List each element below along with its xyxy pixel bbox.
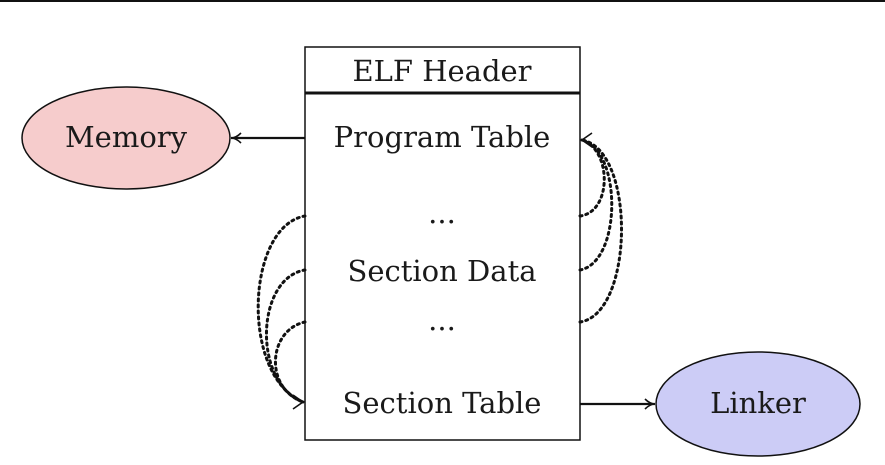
dotted-link-left-2 [265,268,307,404]
ellipsis-upper: ... [428,196,456,230]
elf-header-label: ELF Header [352,54,531,88]
dotted-link-left-1 [256,214,307,404]
linker-node [655,351,861,457]
elf-box [304,46,581,441]
dotted-links-right [578,138,623,324]
dotted-links-left [256,214,307,404]
section-data-label: Section Data [347,254,536,288]
dotted-arrowhead-left [292,394,305,410]
dotted-link-left-3 [274,320,307,404]
dotted-link-right-3 [578,138,623,324]
section-table-label: Section Table [343,386,542,420]
ellipsis-lower: ... [428,303,456,337]
memory-node [21,86,231,190]
program-table-label: Program Table [334,120,551,154]
dotted-arrowhead-right [580,132,593,148]
dotted-link-right-2 [578,138,614,272]
linker-label: Linker [710,386,806,420]
memory-label: Memory [65,120,188,154]
